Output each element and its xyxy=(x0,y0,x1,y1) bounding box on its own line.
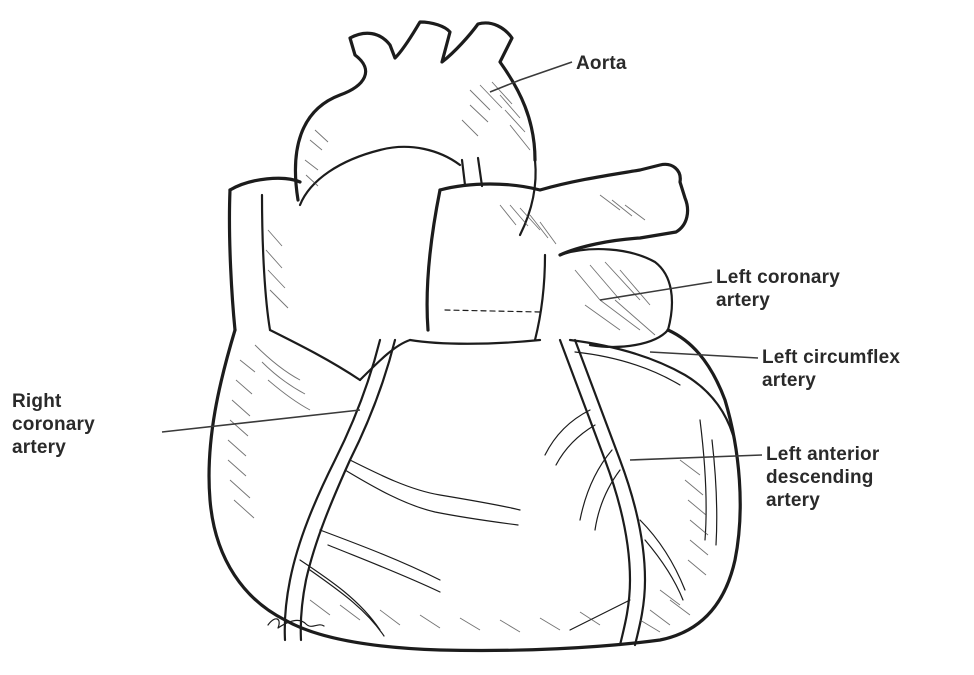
right-coronary-label-line3: artery xyxy=(12,436,95,459)
right-coronary-leader-line xyxy=(162,410,360,432)
lad-label-line1: Left anterior xyxy=(766,443,879,466)
left-coronary-label-line1: Left coronary xyxy=(716,266,840,289)
left-circumflex-label-line2: artery xyxy=(762,369,900,392)
vena-cava-drawing xyxy=(229,178,300,330)
left-anterior-descending-artery-label: Left anterior descending artery xyxy=(766,443,879,512)
lad-label-line2: descending xyxy=(766,466,879,489)
left-circumflex-leader-line xyxy=(650,352,758,358)
circumflex-artery-drawing xyxy=(570,340,733,545)
right-coronary-label-line2: coronary xyxy=(12,413,95,436)
leader-lines xyxy=(162,62,762,460)
left-coronary-leader-line xyxy=(600,282,712,300)
ventricle-shading xyxy=(310,460,708,632)
right-coronary-artery-label: Right coronary artery xyxy=(12,390,95,459)
heart-outline xyxy=(209,330,740,651)
left-circumflex-artery-label: Left circumflex artery xyxy=(762,346,900,392)
lad-artery-drawing xyxy=(545,340,685,645)
aorta-drawing xyxy=(295,22,535,235)
right-coronary-artery-drawing xyxy=(285,340,520,640)
right-coronary-label-line1: Right xyxy=(12,390,95,413)
pulmonary-artery-drawing xyxy=(427,158,687,340)
lad-label-line3: artery xyxy=(766,489,879,512)
left-circumflex-label-line1: Left circumflex xyxy=(762,346,900,369)
left-coronary-label-line2: artery xyxy=(716,289,840,312)
aorta-label: Aorta xyxy=(576,52,627,75)
lad-leader-line xyxy=(630,455,762,460)
left-coronary-artery-label: Left coronary artery xyxy=(716,266,840,312)
